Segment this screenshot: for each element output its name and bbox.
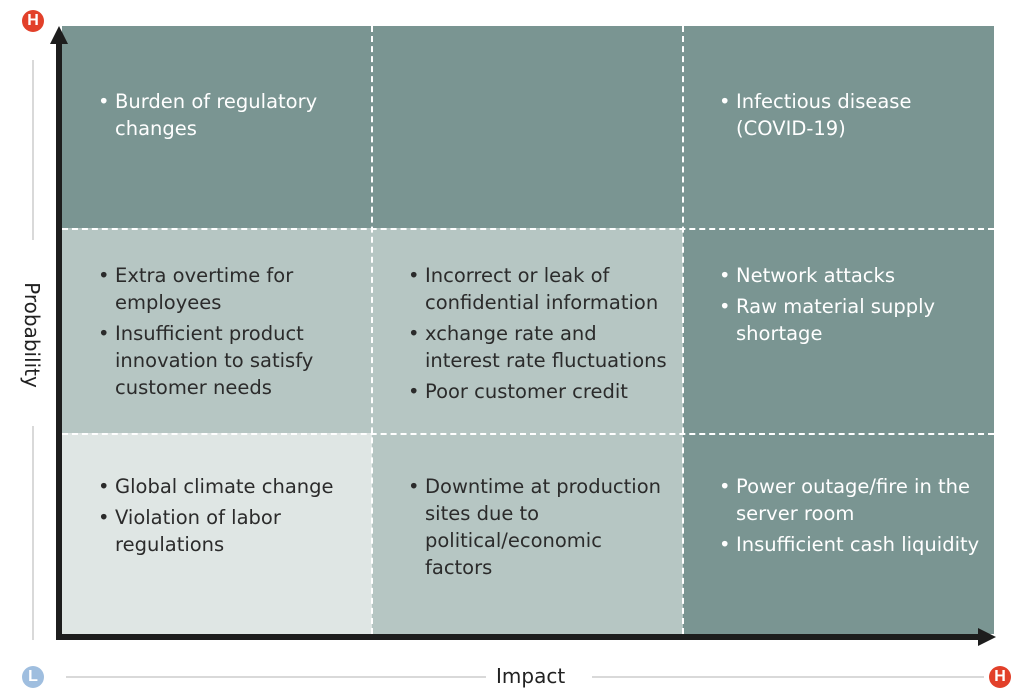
risk-matrix: •Burden of regulatory changes •Infectiou… xyxy=(62,26,994,634)
cell-low-prob-low-impact: •Global climate change •Violation of lab… xyxy=(62,433,372,634)
cell-high-prob-low-impact: •Burden of regulatory changes xyxy=(62,26,372,228)
risk-item: •Extra overtime for employees xyxy=(98,264,294,314)
cell-high-prob-high-impact: •Infectious disease (COVID-19) xyxy=(683,26,994,228)
y-axis-title: Probability xyxy=(20,282,44,388)
grid-divider-horizontal xyxy=(62,433,994,435)
risk-item: •Poor customer credit xyxy=(408,380,628,403)
risk-item: •xchange rate and interest rate fluctuat… xyxy=(408,322,667,372)
cell-medium-prob-low-impact: •Extra overtime for employees •Insuffici… xyxy=(62,228,372,433)
x-axis-title: Impact xyxy=(496,664,566,688)
risk-item: •Downtime at production sites due to pol… xyxy=(408,475,662,579)
cell-medium-prob-high-impact: •Network attacks •Raw material supply sh… xyxy=(683,228,994,433)
x-axis-guide-line xyxy=(592,676,984,678)
cell-low-prob-high-impact: •Power outage/fire in the server room •I… xyxy=(683,433,994,634)
risk-item: •Global climate change xyxy=(98,475,334,498)
cell-low-prob-medium-impact: •Downtime at production sites due to pol… xyxy=(372,433,683,634)
risk-item: •Violation of labor regulations xyxy=(98,506,281,556)
risk-item: •Power outage/fire in the server room xyxy=(719,475,971,525)
risk-item: •Insufficient cash liquidity xyxy=(719,533,980,556)
risk-item: •Insufficient product innovation to sati… xyxy=(98,322,314,399)
y-high-badge: H xyxy=(22,10,44,32)
x-high-badge: H xyxy=(989,666,1011,688)
y-axis-guide-line xyxy=(32,426,34,640)
grid-divider-vertical xyxy=(682,26,684,634)
cell-high-prob-medium-impact xyxy=(372,26,683,228)
cell-medium-prob-medium-impact: •Incorrect or leak of confidential infor… xyxy=(372,228,683,433)
risk-item: •Network attacks xyxy=(719,264,895,287)
risk-item: •Incorrect or leak of confidential infor… xyxy=(408,264,659,314)
grid-divider-vertical xyxy=(371,26,373,634)
x-low-badge: L xyxy=(22,666,44,688)
y-axis-arrowhead xyxy=(50,26,68,44)
x-axis-guide-line xyxy=(66,676,486,678)
risk-item: •Infectious disease (COVID-19) xyxy=(719,90,912,140)
risk-item: •Burden of regulatory changes xyxy=(98,90,318,140)
risk-item: •Raw material supply shortage xyxy=(719,295,936,345)
grid-divider-horizontal xyxy=(62,228,994,230)
y-axis-guide-line xyxy=(32,60,34,240)
x-axis-arrowhead xyxy=(978,628,996,646)
